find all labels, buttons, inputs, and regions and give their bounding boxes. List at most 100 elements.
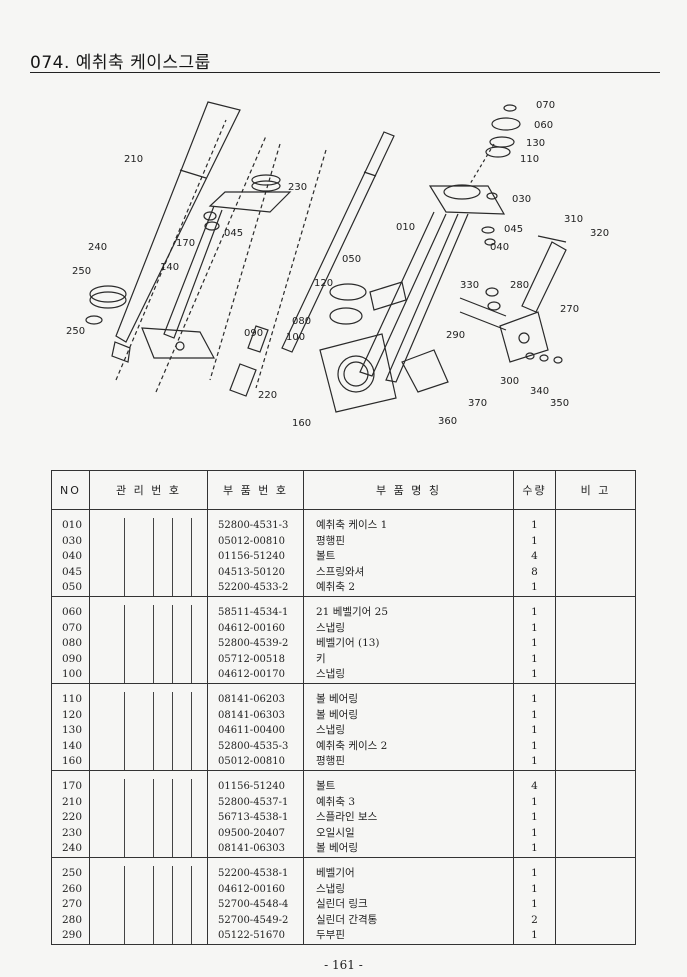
mgmt-column-divider <box>172 518 173 596</box>
table-cell-value: 볼 베어링 <box>316 842 358 855</box>
callout-label: 340 <box>530 386 549 397</box>
callout-label: 140 <box>160 262 179 273</box>
header-mgmt-number: 관 리 번 호 <box>89 470 208 510</box>
title-underline <box>30 72 660 73</box>
table-cell-value: 볼트 <box>316 780 336 792</box>
table-cell-value: 볼 베어링 <box>316 708 358 721</box>
table-cell-value: 060 <box>62 606 83 618</box>
callout-label: 080 <box>292 316 311 327</box>
table-cell-value: 290 <box>62 929 83 942</box>
table-cell-value: 52200-4538-1 <box>218 868 289 879</box>
table-cell-value: 270 <box>62 898 83 911</box>
callout-label: 330 <box>460 280 479 291</box>
table-cell-value: 230 <box>62 826 83 839</box>
table-cell-value: 010 <box>62 519 83 531</box>
table-cell-value: 스냅링 <box>316 621 345 634</box>
table-cell-value: 예취축 3 <box>316 795 355 808</box>
cell-remarks <box>555 596 636 684</box>
mgmt-column-divider <box>172 605 173 683</box>
callout-label: 130 <box>526 138 545 149</box>
table-cell-value: 1 <box>531 637 538 650</box>
callout-label: 250 <box>66 326 85 337</box>
table-cell-value: 05012-00810 <box>218 756 286 768</box>
table-cell-value: 실린더 간격통 <box>316 913 378 926</box>
mgmt-column-divider <box>153 692 154 770</box>
table-cell-value: 05712-00518 <box>218 653 286 665</box>
pin-310-drawing <box>537 235 567 243</box>
upper-stack-drawing <box>469 104 521 185</box>
table-cell-value: 52700-4549-2 <box>218 914 289 926</box>
table-cell-value: 스냅링 <box>316 724 345 737</box>
table-cell-value: 1 <box>531 755 538 768</box>
callout-label: 045 <box>224 228 243 239</box>
bevel-gear-080-drawing <box>329 283 367 301</box>
table-cell-value: 키 <box>316 652 326 665</box>
table-cell-value: 21 베벨기어 25 <box>316 606 389 618</box>
table-cell-value: 220 <box>62 811 83 824</box>
callout-label: 290 <box>446 330 465 341</box>
table-cell-value: 52800-4531-3 <box>218 520 289 531</box>
table-cell-value: 예취축 케이스 2 <box>316 739 388 752</box>
callout-label: 040 <box>490 242 509 253</box>
table-cell-value: 평행핀 <box>316 534 345 547</box>
table-cell-value: 베벨기어 <box>316 867 355 879</box>
table-cell-value: 04612-00170 <box>218 669 286 681</box>
table-cell-value: 030 <box>62 534 83 547</box>
table-cell-value: 08141-06203 <box>218 694 286 705</box>
header-part-name: 부 품 명 칭 <box>303 470 514 510</box>
table-cell-value: 52200-4533-2 <box>218 582 289 594</box>
callout-label: 210 <box>124 154 143 165</box>
callout-label: 370 <box>468 398 487 409</box>
table-cell-value: 1 <box>531 811 538 824</box>
table-cell-value: 1 <box>531 519 538 531</box>
table-cell-value: 52800-4537-1 <box>218 796 289 808</box>
table-cell-value: 1 <box>531 668 538 681</box>
callout-label: 310 <box>564 214 583 225</box>
header-remarks: 비 고 <box>555 470 636 510</box>
shaft-050-drawing <box>281 131 395 353</box>
table-cell-value: 04513-50120 <box>218 566 286 578</box>
callout-label: 030 <box>512 194 531 205</box>
table-cell-value: 170 <box>62 780 83 792</box>
mgmt-column-divider <box>191 605 192 683</box>
table-cell-value: 볼트 <box>316 550 336 563</box>
cell-mgmt-number <box>89 596 208 684</box>
callout-label: 060 <box>534 120 553 131</box>
callout-label: 240 <box>88 242 107 253</box>
callout-label: 090 <box>244 328 263 339</box>
table-cell-value: 250 <box>62 867 83 879</box>
mgmt-column-divider <box>124 605 125 683</box>
page-number: - 161 - <box>324 958 363 972</box>
mgmt-column-divider <box>124 518 125 596</box>
table-cell-value: 040 <box>62 550 83 563</box>
header-part-number: 부 품 번 호 <box>207 470 304 510</box>
mgmt-column-divider <box>191 692 192 770</box>
table-cell-value: 01156-51240 <box>218 551 286 563</box>
table-cell-value: 1 <box>531 606 538 618</box>
table-cell-value: 52700-4548-4 <box>218 899 289 911</box>
table-cell-value: 01156-51240 <box>218 781 286 792</box>
header-no: NO <box>51 470 90 510</box>
table-cell-value: 58511-4534-1 <box>218 607 289 618</box>
bevel-gear-250-drawing <box>85 285 127 325</box>
table-cell-value: 045 <box>62 565 83 578</box>
cell-remarks <box>555 857 636 945</box>
table-cell-value: 1 <box>531 826 538 839</box>
table-cell-value: 1 <box>531 652 538 665</box>
table-cell-value: 08141-06303 <box>218 843 286 855</box>
table-cell-value: 1 <box>531 708 538 721</box>
table-cell-value: 1 <box>531 739 538 752</box>
table-cell-value: 1 <box>531 534 538 547</box>
oil-seal-230-drawing <box>251 174 281 186</box>
